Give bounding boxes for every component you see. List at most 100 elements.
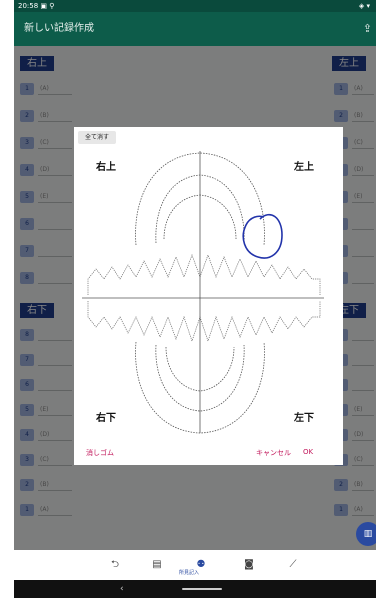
undo-icon[interactable]: ⮌ — [110, 559, 119, 570]
tooth-input-line[interactable] — [352, 94, 374, 95]
tooth-input-line[interactable] — [38, 229, 72, 230]
tooth-number: 8 — [20, 272, 34, 284]
lower-right-row[interactable]: 1(A) — [14, 503, 376, 517]
tooth-label: (A) — [40, 85, 49, 92]
tooth-input-line[interactable] — [38, 465, 72, 466]
tooth-input-line[interactable] — [352, 415, 374, 416]
tooth-number: 6 — [20, 218, 34, 230]
tooth-input-line[interactable] — [352, 121, 374, 122]
ok-button[interactable]: OK — [303, 448, 314, 456]
tooth-input-line[interactable] — [352, 283, 374, 284]
lower-right-row[interactable]: 4(D) — [14, 428, 376, 442]
tooth-input-line[interactable] — [352, 440, 374, 441]
tooth-input-line[interactable] — [38, 440, 72, 441]
quadrant-label-upper-right: 右上 — [96, 162, 116, 173]
upper-left-row[interactable]: 1(A) — [14, 82, 376, 96]
lower-right-row[interactable]: 2 (B) — [14, 478, 376, 492]
upper-left-row[interactable]: 2 (B) — [14, 109, 376, 123]
clear-all-button[interactable]: 全て消す — [78, 131, 116, 144]
tooth-label: (E) — [40, 193, 49, 200]
pencil-icon[interactable]: ⟋ — [289, 559, 297, 570]
tooth-number: 2 — [334, 110, 348, 122]
tooth-input-line[interactable] — [38, 340, 72, 341]
back-icon[interactable]: ‹ — [120, 584, 124, 594]
tooth-number: 5 — [20, 404, 34, 416]
tooth-input-line[interactable] — [352, 202, 374, 203]
tooth-input-line[interactable] — [38, 202, 72, 203]
tooth-input-line[interactable] — [38, 283, 72, 284]
tooth-input-line[interactable] — [352, 229, 374, 230]
tooth-input-line[interactable] — [352, 465, 374, 466]
lower-left-row[interactable]: 2 (B) — [14, 478, 376, 492]
tooth-chart-dialog: 全て消す — [74, 127, 343, 465]
tooth-input-line[interactable] — [352, 256, 374, 257]
tooth-input-line[interactable] — [352, 515, 374, 516]
camera-icon[interactable]: ◙ — [244, 559, 254, 570]
tooth-label: (C) — [40, 456, 49, 463]
tooth-label: (E) — [40, 406, 49, 413]
home-pill[interactable] — [182, 588, 222, 590]
tooth-input-line[interactable] — [38, 148, 72, 149]
bottom-nav-active-label[interactable]: 所見記入 — [179, 570, 200, 576]
lower-right-row[interactable]: 7 — [14, 353, 376, 367]
status-time: 20:58 — [18, 2, 39, 10]
tooth-label: (D) — [40, 431, 50, 438]
share-icon[interactable]: ⇪ — [362, 22, 372, 35]
tooth-label: (E) — [354, 406, 363, 413]
tooth-label: (C) — [40, 139, 49, 146]
upper-right-row[interactable]: 3(C) — [14, 136, 376, 150]
annotation-circle — [242, 213, 283, 259]
lower-right-row[interactable]: 8 — [14, 328, 376, 342]
lower-primary-arch — [165, 346, 235, 392]
bottom-navigation: ⮌ ▤ ⚉ 所見記入 ◙ ⟋ — [14, 550, 376, 580]
tooth-label: (B) — [354, 481, 363, 488]
tooth-input-line[interactable] — [38, 490, 72, 491]
tooth-label: (D) — [354, 166, 364, 173]
upper-right-row[interactable]: 6 — [14, 217, 376, 231]
eraser-button[interactable]: 消しゴム — [86, 449, 114, 457]
cancel-button[interactable]: キャンセル — [256, 449, 291, 457]
upper-right-row[interactable]: 7 — [14, 244, 376, 258]
person-icon[interactable]: ⚉ — [196, 559, 206, 570]
document-icon[interactable]: ▤ — [152, 559, 162, 570]
quadrant-label-lower-left: 左下 — [294, 413, 314, 424]
tooth-input-line[interactable] — [352, 148, 374, 149]
tooth-label: (A) — [354, 85, 363, 92]
tooth-input-line[interactable] — [38, 415, 72, 416]
lower-right-row[interactable]: 6 — [14, 378, 376, 392]
tooth-input-line[interactable] — [38, 515, 72, 516]
tooth-input-line[interactable] — [38, 94, 72, 95]
tooth-input-line[interactable] — [352, 390, 374, 391]
lower-left-row[interactable]: 1(A) — [14, 503, 376, 517]
lower-right-row[interactable]: 5 (E) — [14, 403, 376, 417]
tooth-input-line[interactable] — [352, 490, 374, 491]
tooth-input-line[interactable] — [38, 256, 72, 257]
upper-right-row[interactable]: 2 (B) — [14, 109, 376, 123]
tooth-label: (D) — [354, 431, 364, 438]
upper-right-row[interactable]: 4 (D) — [14, 163, 376, 177]
tooth-input-line[interactable] — [38, 365, 72, 366]
upper-right-row[interactable]: 8 — [14, 271, 376, 285]
status-icons: ▣ ⚲ — [40, 2, 55, 10]
tooth-number: 5 — [20, 191, 34, 203]
upper-right-row[interactable]: 1(A) — [14, 82, 376, 96]
tooth-label: (B) — [40, 112, 49, 119]
tooth-input-line[interactable] — [352, 175, 374, 176]
tooth-number: 2 — [20, 110, 34, 122]
tooth-label: (A) — [354, 506, 363, 513]
tooth-input-line[interactable] — [352, 340, 374, 341]
upper-right-row[interactable]: 5 (E) — [14, 190, 376, 204]
tooth-input-line[interactable] — [352, 365, 374, 366]
dental-chart[interactable] — [74, 127, 343, 465]
tooth-number: 2 — [20, 479, 34, 491]
status-right-icons: ◈ ▾ — [358, 2, 370, 10]
fab-button[interactable]: ▥ — [356, 522, 376, 546]
app-window: 20:58 ▣ ⚲ ◈ ▾ 新しい記録作成 ⇪ 右上 左上 右下 左下 1(A)… — [14, 0, 376, 598]
tooth-input-line[interactable] — [38, 390, 72, 391]
lower-right-row[interactable]: 3(C) — [14, 453, 376, 467]
tooth-number: 8 — [20, 329, 34, 341]
tooth-input-line[interactable] — [38, 175, 72, 176]
tooth-input-line[interactable] — [38, 121, 72, 122]
tooth-number: 4 — [20, 164, 34, 176]
tooth-label: (B) — [354, 112, 363, 119]
